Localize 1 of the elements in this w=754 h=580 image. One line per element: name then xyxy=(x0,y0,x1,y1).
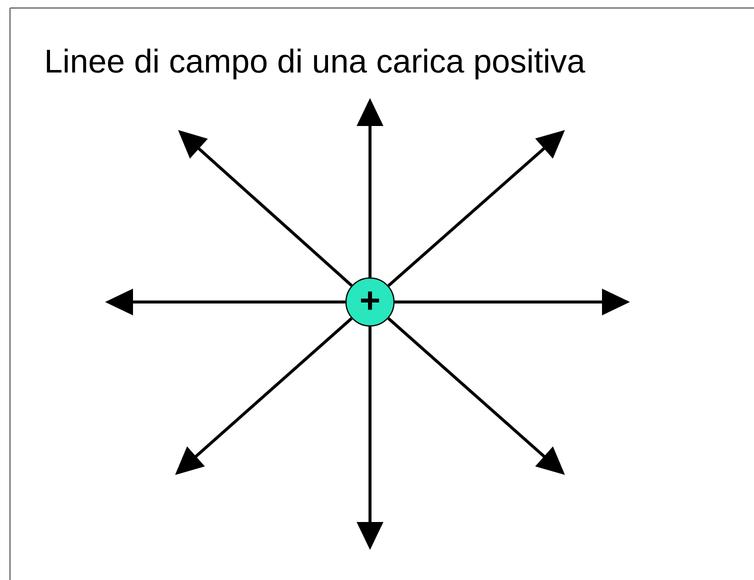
title: Linee di campo di una carica positiva xyxy=(46,48,586,80)
